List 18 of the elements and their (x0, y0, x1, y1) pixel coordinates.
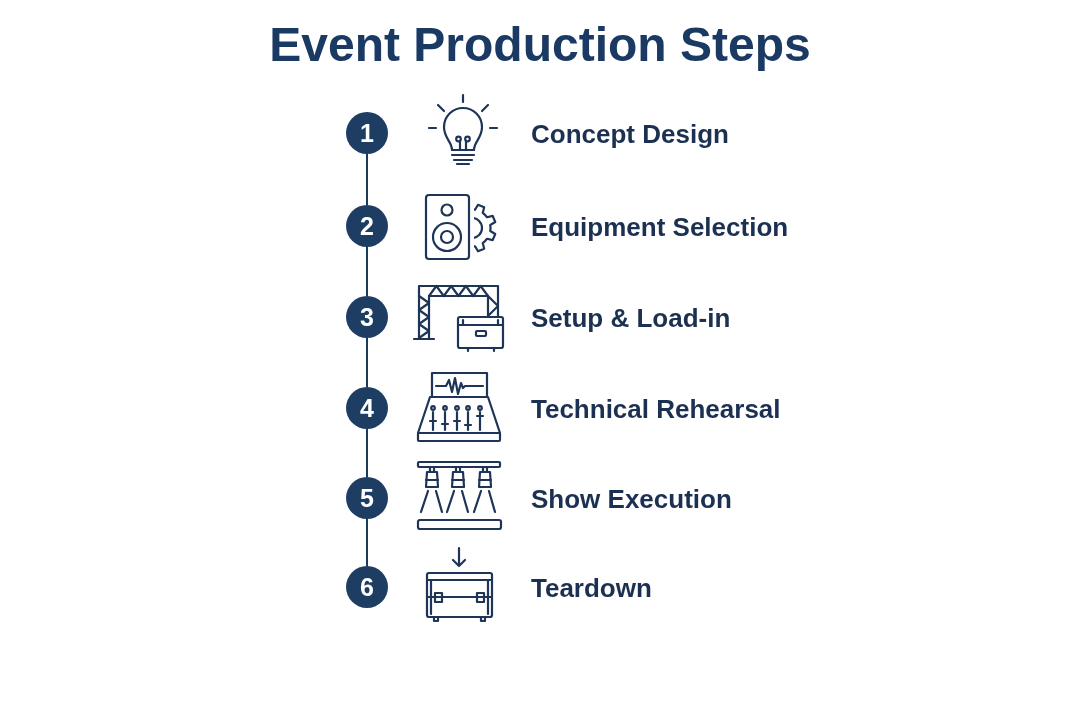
step-label: Show Execution (531, 484, 732, 514)
step-number-circle: 3 (346, 296, 388, 338)
step-number-circle: 2 (346, 205, 388, 247)
step-label: Equipment Selection (531, 212, 789, 242)
step-number-circle: 6 (346, 566, 388, 608)
connector-line (366, 428, 368, 478)
connector-line (366, 337, 368, 388)
step-label: Technical Rehearsal (531, 394, 781, 424)
step-number-circle: 5 (346, 477, 388, 519)
step-number-circle: 1 (346, 112, 388, 154)
diagram-title: Event Production Steps (269, 17, 811, 73)
step-label: Setup & Load-in (531, 303, 731, 333)
step-label: Teardown (531, 573, 652, 603)
step-number-circle: 4 (346, 387, 388, 429)
connector-line (366, 518, 368, 567)
connector-line (366, 246, 368, 297)
connector-line (366, 153, 368, 206)
step-label: Concept Design (531, 119, 729, 149)
